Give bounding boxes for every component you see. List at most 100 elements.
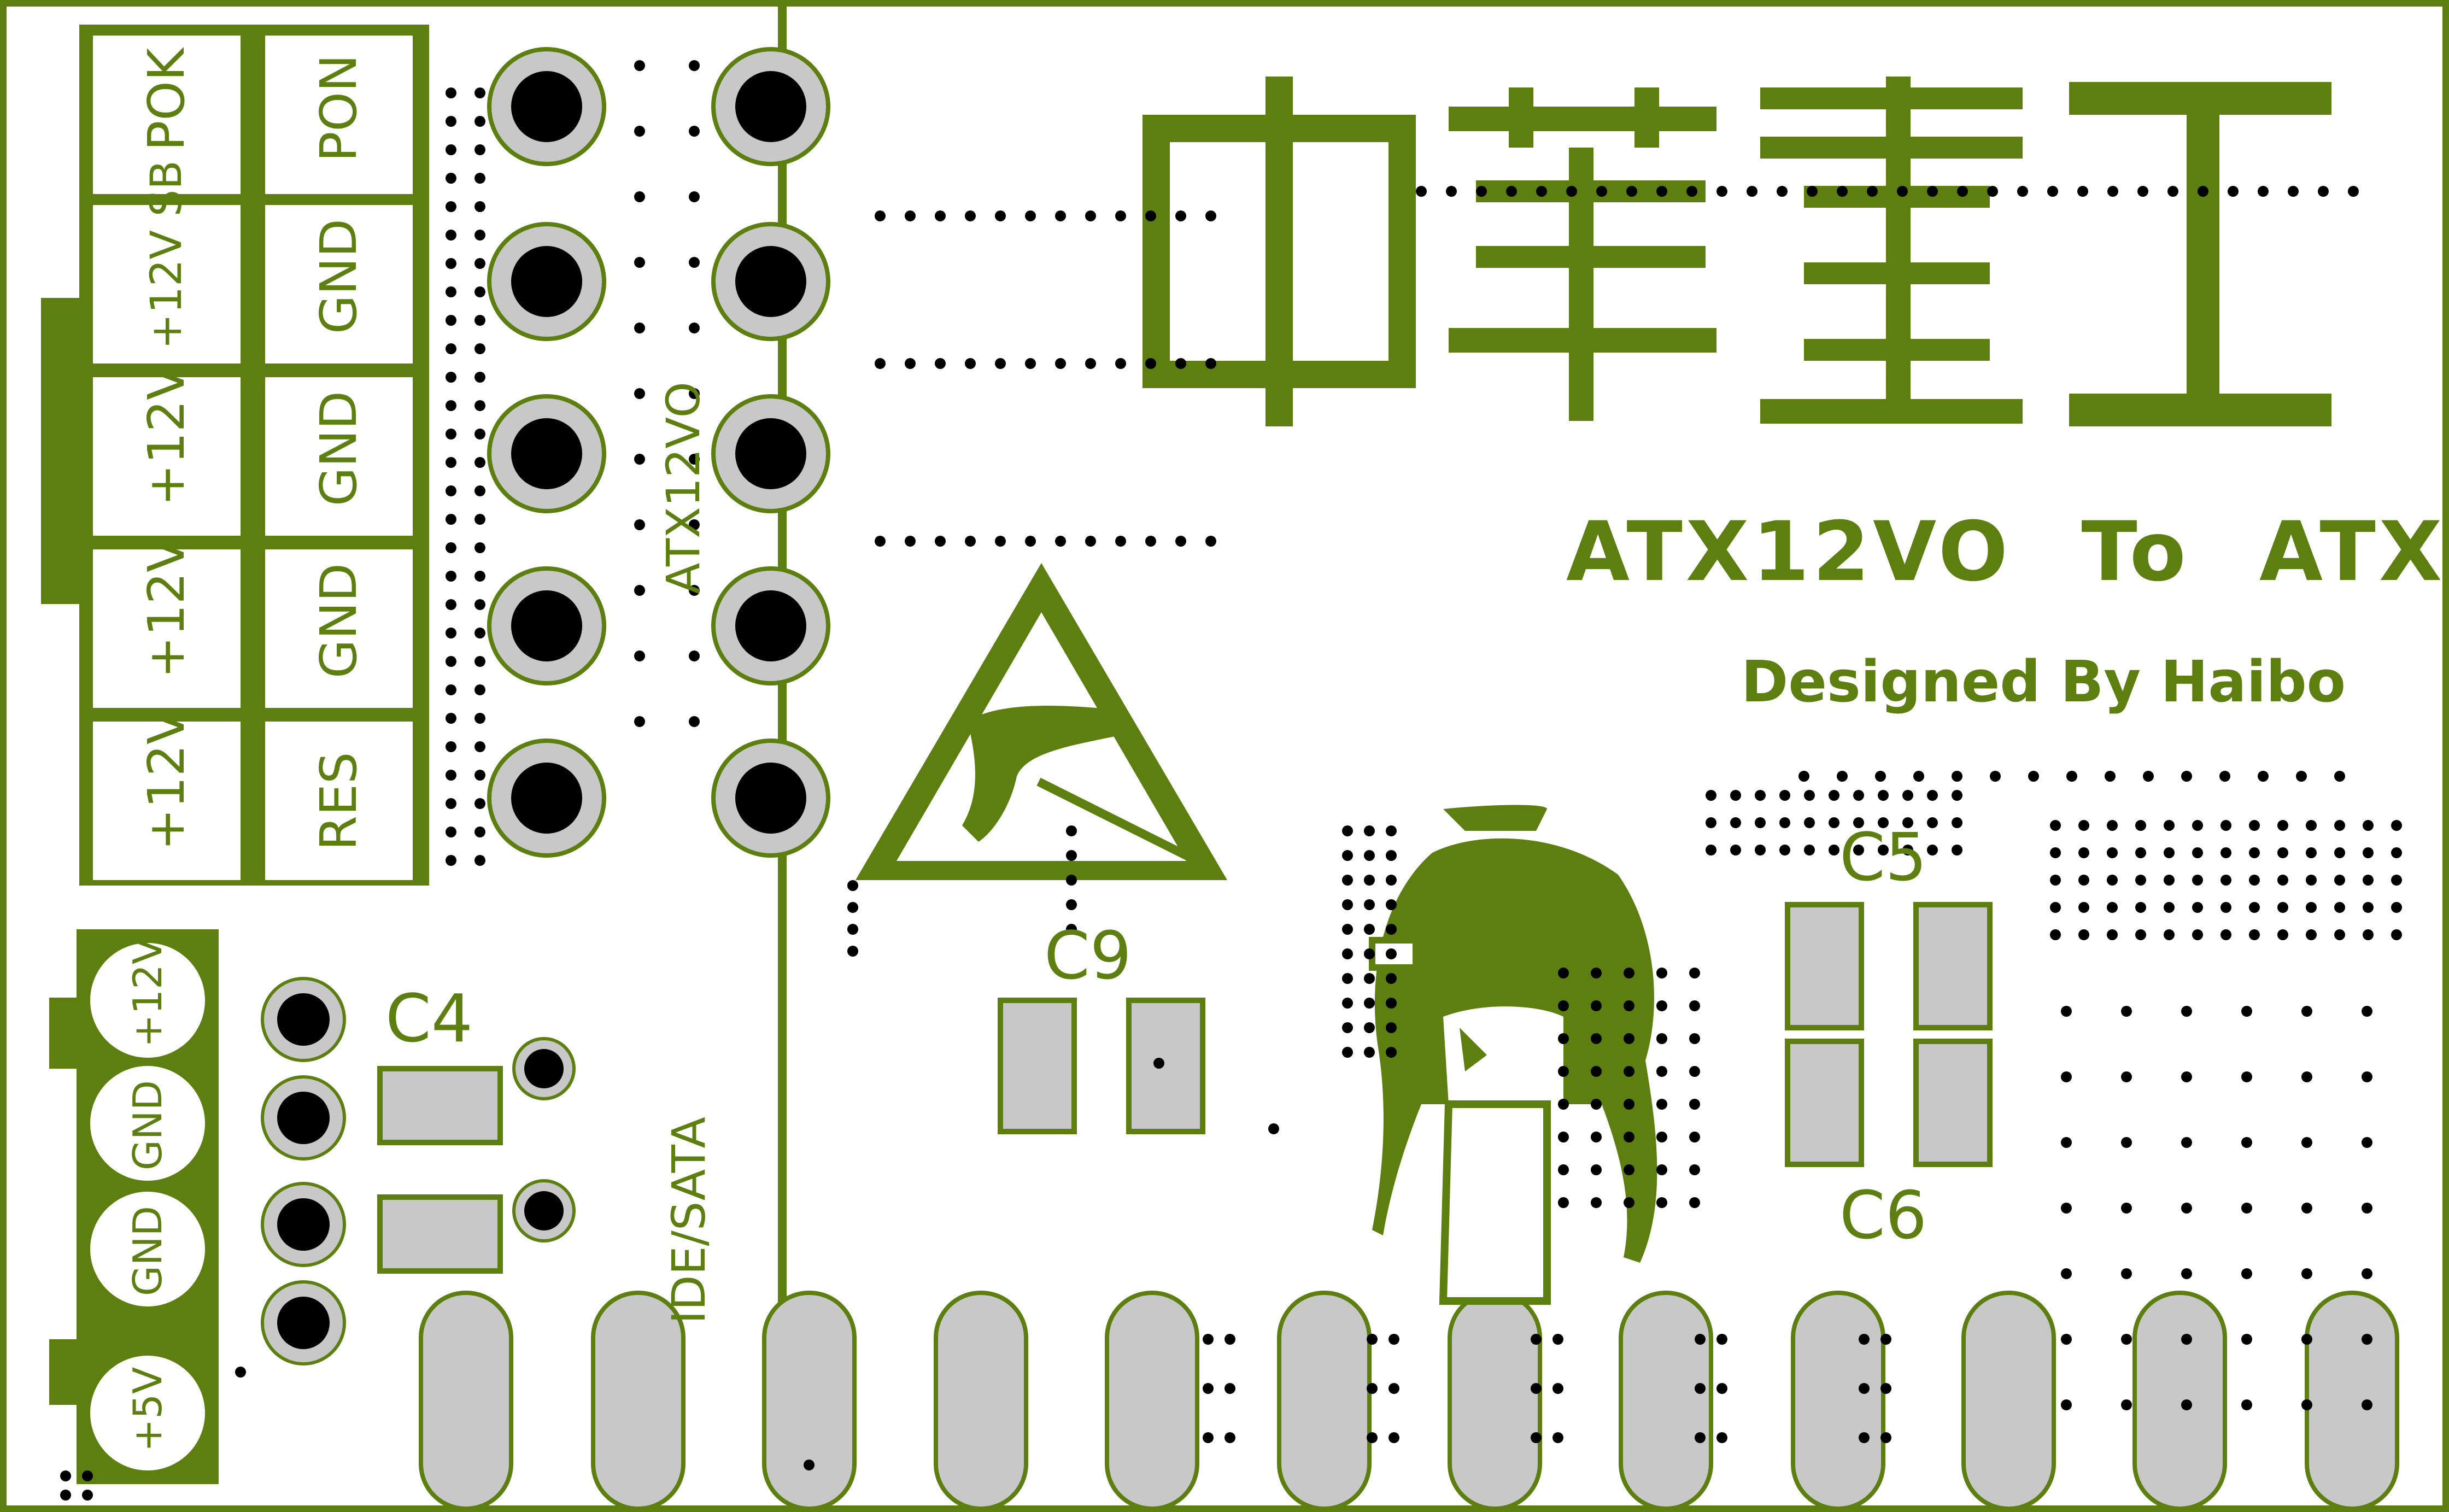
atx-pin-label: GND [309, 219, 368, 334]
via [847, 880, 858, 891]
via [1596, 186, 1607, 197]
via [2164, 847, 2175, 858]
via [2181, 1203, 2192, 1214]
via [1927, 817, 1938, 828]
via [1853, 845, 1864, 855]
via [1364, 948, 1375, 959]
via [1367, 1432, 1378, 1443]
via [2301, 1268, 2312, 1279]
via [1145, 358, 1156, 369]
via [1859, 1432, 1870, 1443]
via [446, 599, 456, 610]
via [1902, 817, 1913, 828]
via [1531, 1432, 1542, 1443]
via [935, 358, 946, 369]
via [2220, 820, 2231, 831]
via [1624, 1033, 1634, 1044]
via [1804, 817, 1815, 828]
via [1656, 968, 1667, 978]
via [1859, 1334, 1870, 1345]
via [1558, 1099, 1569, 1110]
via [2066, 771, 2077, 782]
via [1386, 948, 1397, 959]
via [2135, 875, 2146, 886]
via [2391, 820, 2402, 831]
via [1829, 817, 1839, 828]
via [2077, 186, 2088, 197]
via [2334, 847, 2345, 858]
via [474, 741, 485, 752]
via [2296, 771, 2307, 782]
via [1927, 186, 1938, 197]
via [2301, 1203, 2312, 1214]
via [446, 571, 456, 582]
via [935, 210, 946, 221]
via [1203, 1334, 1214, 1345]
via [60, 1470, 71, 1481]
via [1880, 1432, 1891, 1443]
via [2135, 820, 2146, 831]
via [2017, 186, 2028, 197]
via [446, 343, 456, 354]
via [1591, 1033, 1602, 1044]
via [1342, 973, 1353, 984]
via [689, 126, 700, 137]
via [875, 358, 886, 369]
via [2241, 1203, 2252, 1214]
via [689, 388, 700, 399]
via [1798, 771, 1809, 782]
via [1952, 790, 1962, 801]
via [1829, 790, 1839, 801]
credit-text: Designed By Haibo [1741, 648, 2346, 715]
via [1695, 1432, 1706, 1443]
via [1730, 790, 1741, 801]
via [82, 1490, 93, 1501]
via [1386, 850, 1397, 861]
via [474, 372, 485, 383]
via [474, 230, 485, 241]
via [446, 429, 456, 439]
via [446, 87, 456, 98]
via [2192, 847, 2203, 858]
via [1878, 817, 1889, 828]
via [2078, 902, 2089, 913]
via [905, 358, 916, 369]
via [1268, 1123, 1279, 1134]
via [2318, 186, 2329, 197]
ide-pin-label: +12V [125, 937, 171, 1047]
via [2121, 1399, 2132, 1410]
via [1386, 924, 1397, 935]
via [1055, 536, 1066, 547]
via [2181, 1399, 2192, 1410]
via [1656, 1132, 1667, 1142]
via [634, 519, 645, 530]
via [1066, 825, 1077, 836]
via [634, 650, 645, 661]
via [1716, 186, 1727, 197]
via [1859, 1383, 1870, 1394]
via [1342, 875, 1353, 886]
via [446, 628, 456, 638]
via [2391, 902, 2402, 913]
via [1927, 845, 1938, 855]
via [1055, 210, 1066, 221]
via [2220, 929, 2231, 940]
via [2277, 902, 2288, 913]
via [2277, 929, 2288, 940]
via [1364, 850, 1375, 861]
via [2050, 847, 2061, 858]
via [446, 201, 456, 212]
via [1364, 825, 1375, 836]
via [2362, 1071, 2372, 1082]
via [2306, 875, 2317, 886]
via [2078, 820, 2089, 831]
via [1115, 210, 1126, 221]
via [1957, 186, 1968, 197]
via [2078, 929, 2089, 940]
via [1342, 948, 1353, 959]
via [2348, 186, 2359, 197]
via [1624, 1197, 1634, 1208]
via [689, 716, 700, 727]
ide-connector [49, 929, 219, 1484]
via [1902, 845, 1913, 855]
